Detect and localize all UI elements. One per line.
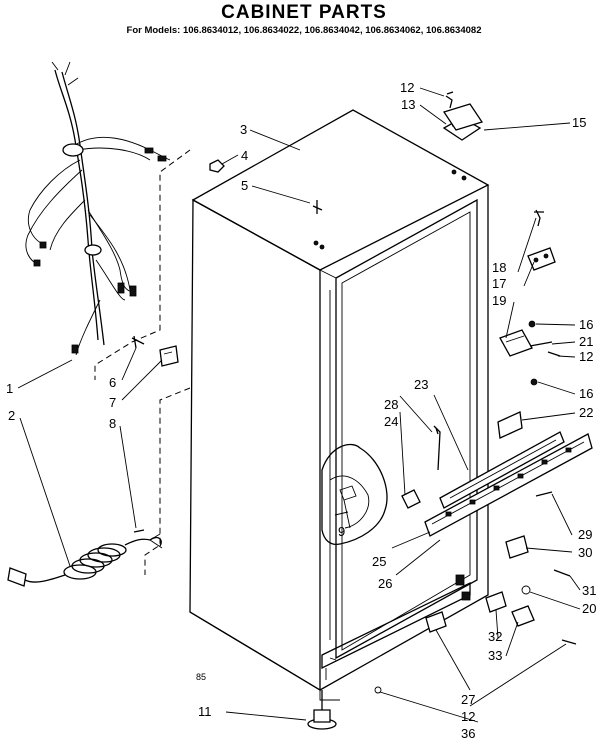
part-7-clamp	[159, 345, 179, 367]
part-32-bracket	[485, 591, 507, 613]
part-15-hinge-cover	[442, 103, 484, 131]
callout-17: 17	[492, 276, 506, 291]
part-27-pad	[425, 611, 447, 633]
part-20-washer	[521, 585, 531, 595]
part-24-bracket	[401, 489, 421, 509]
part-16-washer-top	[528, 320, 536, 328]
callout-21: 21	[579, 334, 593, 349]
callout-1: 1	[6, 381, 13, 396]
part-18-hinge	[527, 247, 556, 271]
cabinet	[189, 109, 490, 701]
callout-labels: 1 2 3 4 5 6 7 8 9 11 12 13 15 18 17 19 1…	[6, 80, 596, 741]
callout-15: 15	[572, 115, 586, 130]
part-16-washer-bottom	[530, 378, 538, 386]
callout-29: 29	[578, 527, 592, 542]
callout-26: 26	[378, 576, 392, 591]
page-code: 85	[196, 672, 206, 682]
harness-dashed-boundary	[94, 149, 191, 380]
callout-4: 4	[241, 148, 248, 163]
callout-12-center: 12	[579, 349, 593, 364]
callout-28: 28	[384, 397, 398, 412]
part-11-leveling-leg	[307, 690, 337, 730]
diagram-title: CABINET PARTS	[221, 2, 387, 23]
part-8-retainer	[133, 529, 162, 547]
part-29-screw	[535, 491, 553, 497]
callout-5: 5	[241, 178, 248, 193]
part-31-screw	[553, 569, 571, 577]
callout-9: 9	[338, 524, 345, 539]
part-12-screw-center	[547, 351, 561, 357]
part-22-plate	[497, 411, 523, 439]
callout-19: 19	[492, 293, 506, 308]
part-4-nut	[209, 159, 225, 173]
cord-dashed-boundary	[144, 387, 191, 575]
callout-16-top: 16	[579, 317, 593, 332]
part-33-hinge	[511, 605, 535, 627]
callout-32: 32	[488, 629, 502, 644]
callout-20: 20	[582, 601, 596, 616]
callout-12-bottom: 12	[461, 709, 475, 724]
callout-2: 2	[8, 408, 15, 423]
callout-12-top: 12	[400, 80, 414, 95]
callout-23: 23	[414, 377, 428, 392]
callout-11: 11	[198, 704, 212, 719]
callout-7: 7	[109, 395, 116, 410]
part-19-center-hinge	[499, 329, 533, 357]
power-cord	[7, 533, 163, 587]
callout-22: 22	[579, 405, 593, 420]
part-30-block	[505, 535, 529, 559]
callout-36: 36	[461, 726, 475, 741]
callout-30: 30	[578, 545, 592, 560]
part-6-screw	[131, 335, 145, 349]
leader-lines	[17, 87, 581, 723]
rail-slots	[445, 447, 572, 517]
part-5-screw	[312, 200, 323, 214]
callout-8: 8	[109, 416, 116, 431]
callout-16-bottom: 16	[579, 386, 593, 401]
callout-13: 13	[401, 97, 415, 112]
part-12-screw-bottom	[561, 639, 577, 645]
part-36-screw	[374, 686, 382, 694]
callout-3: 3	[240, 122, 247, 137]
callout-6: 6	[109, 375, 116, 390]
part-12-screw-top	[445, 91, 454, 109]
callout-25: 25	[372, 554, 386, 569]
part-17-screw	[534, 209, 544, 227]
part-21-pin	[529, 341, 553, 347]
callout-33: 33	[488, 648, 502, 663]
callout-18: 18	[492, 260, 506, 275]
part-25-rail	[424, 433, 593, 537]
models-line: For Models: 106.8634012, 106.8634022, 10…	[126, 25, 482, 36]
callout-27: 27	[461, 692, 475, 707]
callout-31: 31	[582, 583, 596, 598]
part-28-rod	[433, 425, 441, 471]
callout-24: 24	[384, 414, 398, 429]
wiring-harness	[25, 61, 171, 356]
